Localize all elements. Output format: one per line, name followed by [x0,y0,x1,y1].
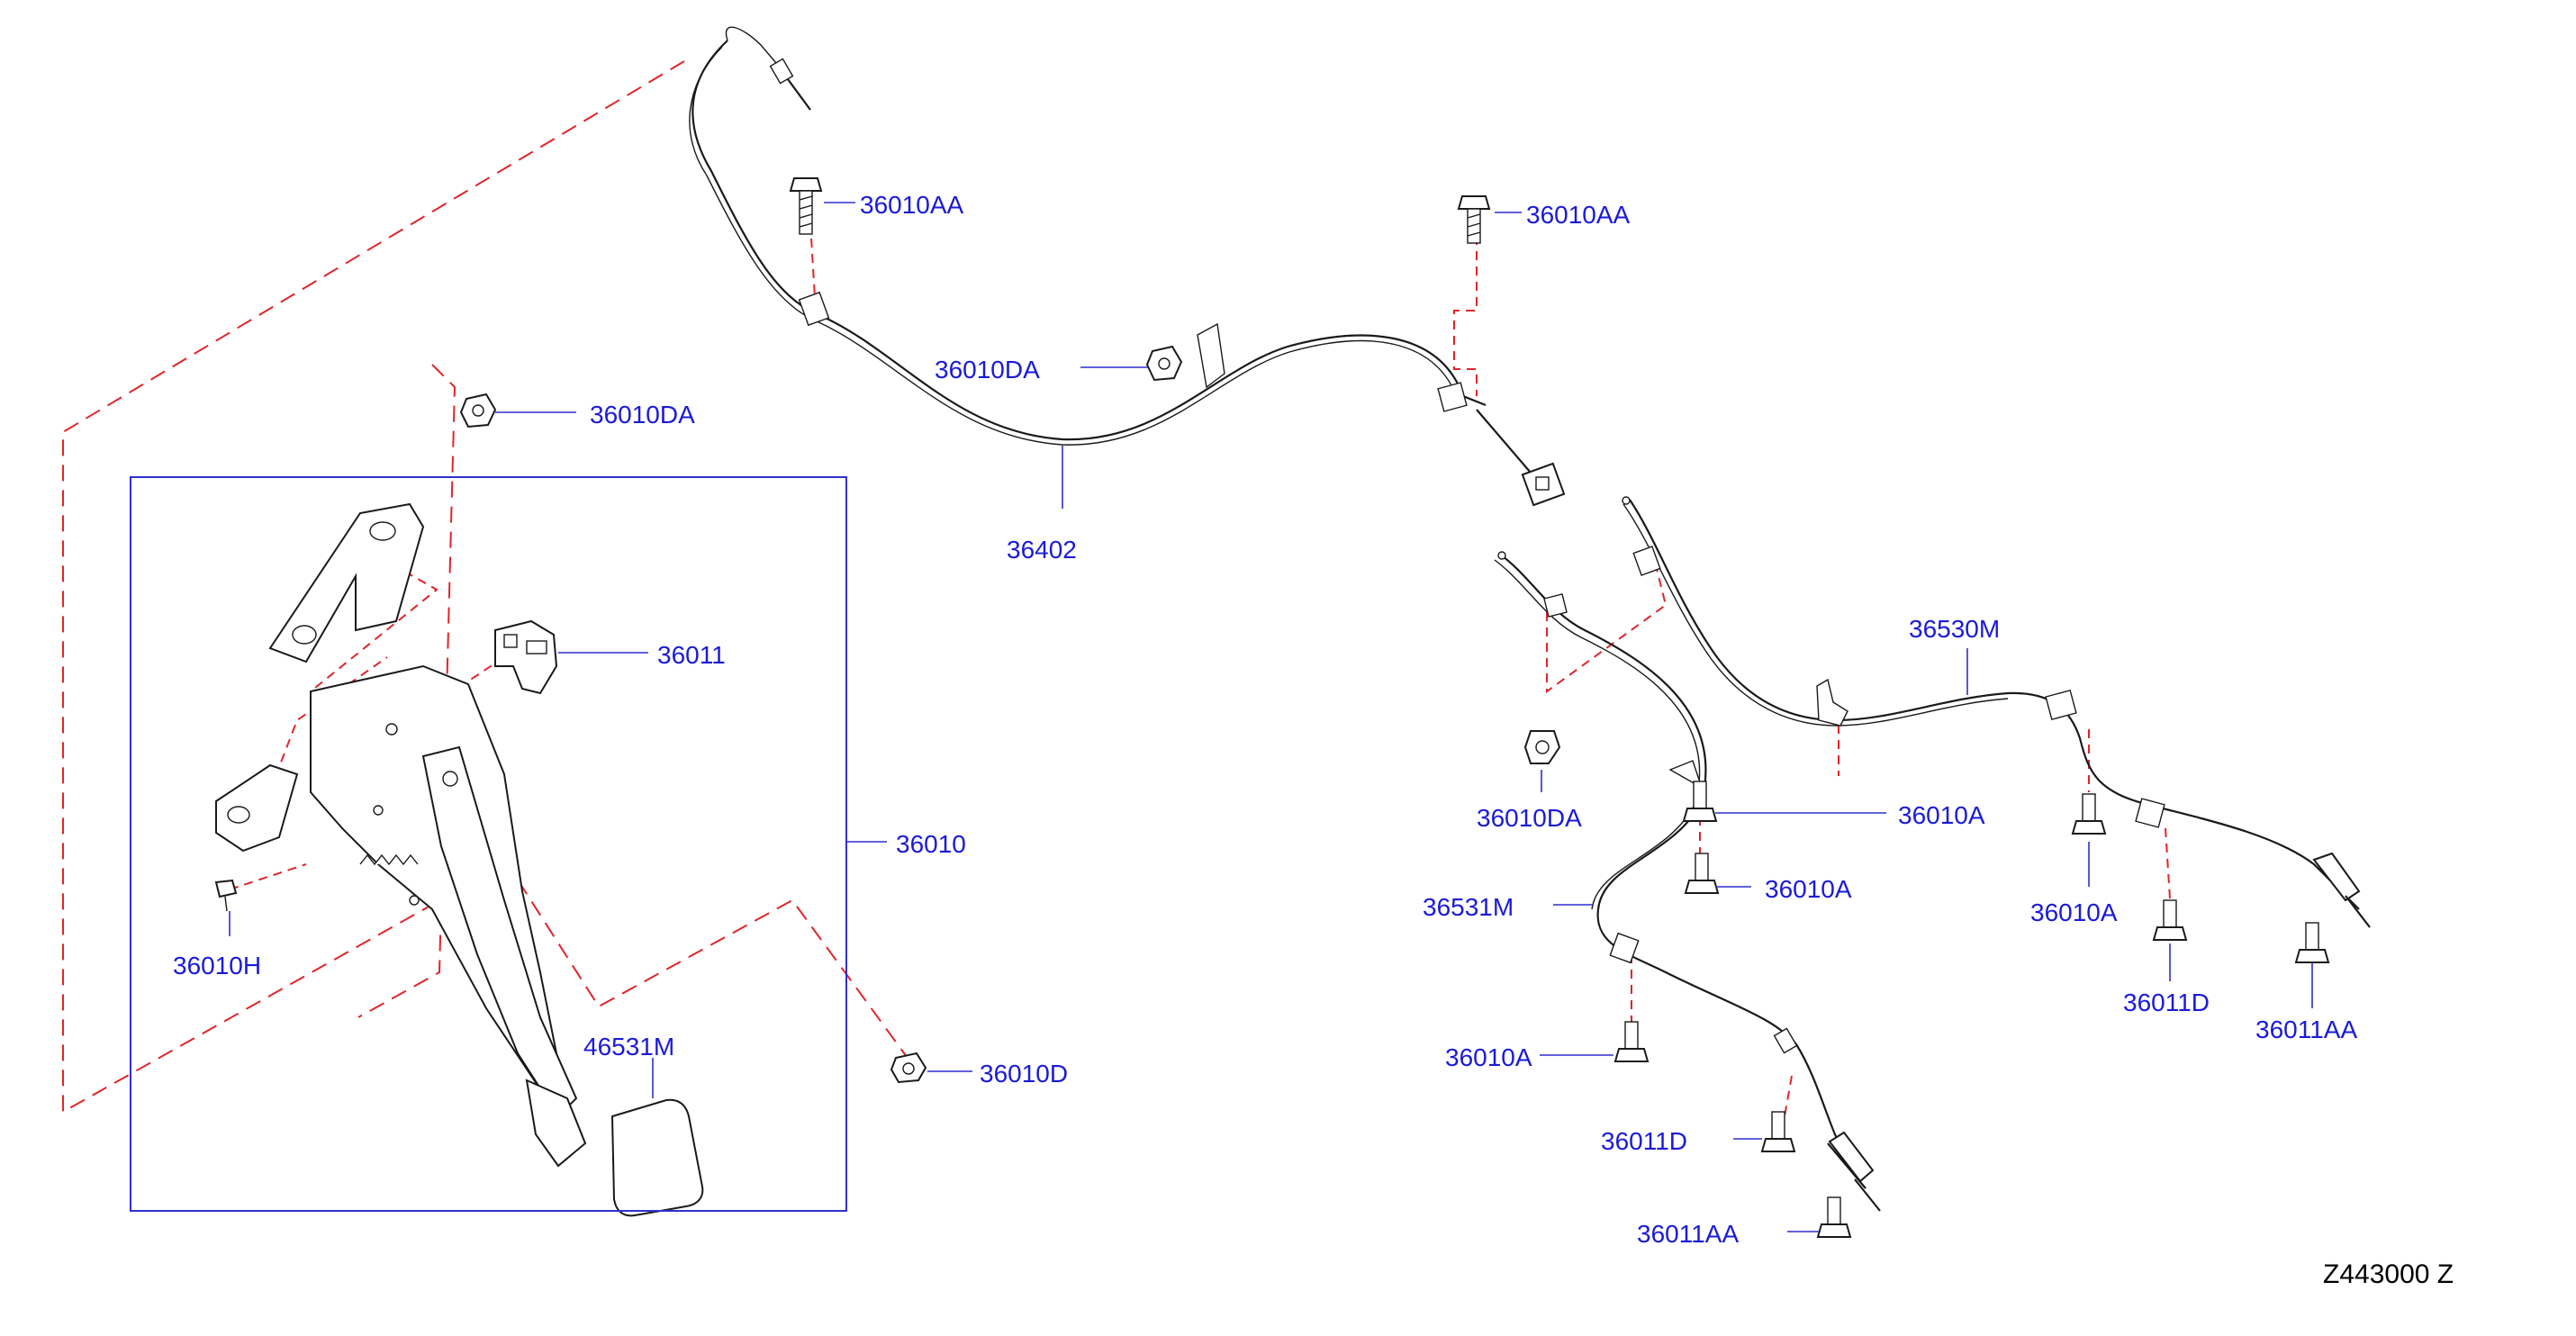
callout-36010DA-3: 36010DA [1477,804,1582,832]
callout-36011: 36011 [657,641,726,669]
callout-36011D-2: 36011D [1601,1127,1687,1155]
bolt-36011D-1 [1760,1111,1796,1152]
nut-36010DA-3 [1523,730,1561,764]
phantom-line-nut-bottom [449,773,910,1061]
callout-36010DA-1: 36010DA [935,356,1040,384]
phantom-line-front-cable [62,60,685,1114]
phantom-line-nut-top [357,364,456,1018]
front-cable-36402 [689,26,1566,507]
callout-36402: 36402 [1007,536,1077,564]
bolt-36011AA-1 [1816,1196,1852,1238]
bolt-36010A-1 [1682,781,1718,822]
bolt-36010A-4 [1613,1021,1650,1062]
callout-36010A-3: 36010A [2030,898,2118,926]
callout-36010AA-2: 36010AA [1526,201,1631,229]
bolt-36010A-3 [2071,793,2107,835]
phantom-line-clip-h [229,863,307,890]
phantom-lines [62,60,2171,1117]
callout-36010: 36010 [896,830,966,858]
phantom-line-bolt-aa2 [1453,236,1478,396]
phantom-line-rear-bolt4 [1784,1075,1793,1117]
callout-36010H: 36010H [173,952,261,979]
callout-36010A-2: 36010A [1765,875,1852,903]
callout-36011AA-1: 36011AA [2255,1016,2357,1043]
callout-labels: 36010AA 36010AA 36010DA 36010DA 36402 36… [173,191,2357,1248]
callout-36010DA-2: 36010DA [590,401,695,429]
fasteners [214,177,2330,1238]
callout-36530M: 36530M [1909,615,2000,643]
parking-brake-pedal-assembly [215,502,587,1168]
callout-36011AA-2: 36011AA [1637,1220,1739,1248]
nut-36010D [890,1052,927,1084]
callout-36010D: 36010D [980,1060,1068,1088]
switch-36011 [494,619,558,695]
callout-36010A-1: 36010A [1898,801,1985,829]
clip-36010H [214,879,238,912]
bolt-36010AA-1 [789,177,823,235]
leader-lines [229,202,2313,1232]
bolt-36010AA-2 [1457,195,1491,244]
nut-36010DA-1 [459,393,497,429]
nut-36010DA-2 [1145,345,1183,382]
callout-46531M: 46531M [583,1033,674,1061]
pedal-pad-46531M [610,1098,704,1217]
bolt-36011AA-2 [2294,922,2330,963]
phantom-line-rear-nut [1546,568,1668,693]
diagram-code: Z443000 Z [2323,1259,2454,1289]
phantom-line-bolt-aa1 [809,222,816,298]
rear-cable-36530M [1622,496,2371,928]
bolt-36011D-2 [2152,899,2188,941]
callout-36010AA-1: 36010AA [860,191,964,219]
callout-36010A-4: 36010A [1445,1043,1532,1071]
assembly-frame-36010 [130,476,847,1212]
rear-cable-36531M [1494,551,1881,1212]
bolt-36010A-2 [1684,853,1720,894]
phantom-line-rear-bolt6 [2165,827,2171,899]
callout-36011D-1: 36011D [2123,988,2210,1016]
callout-36531M: 36531M [1423,893,1514,921]
